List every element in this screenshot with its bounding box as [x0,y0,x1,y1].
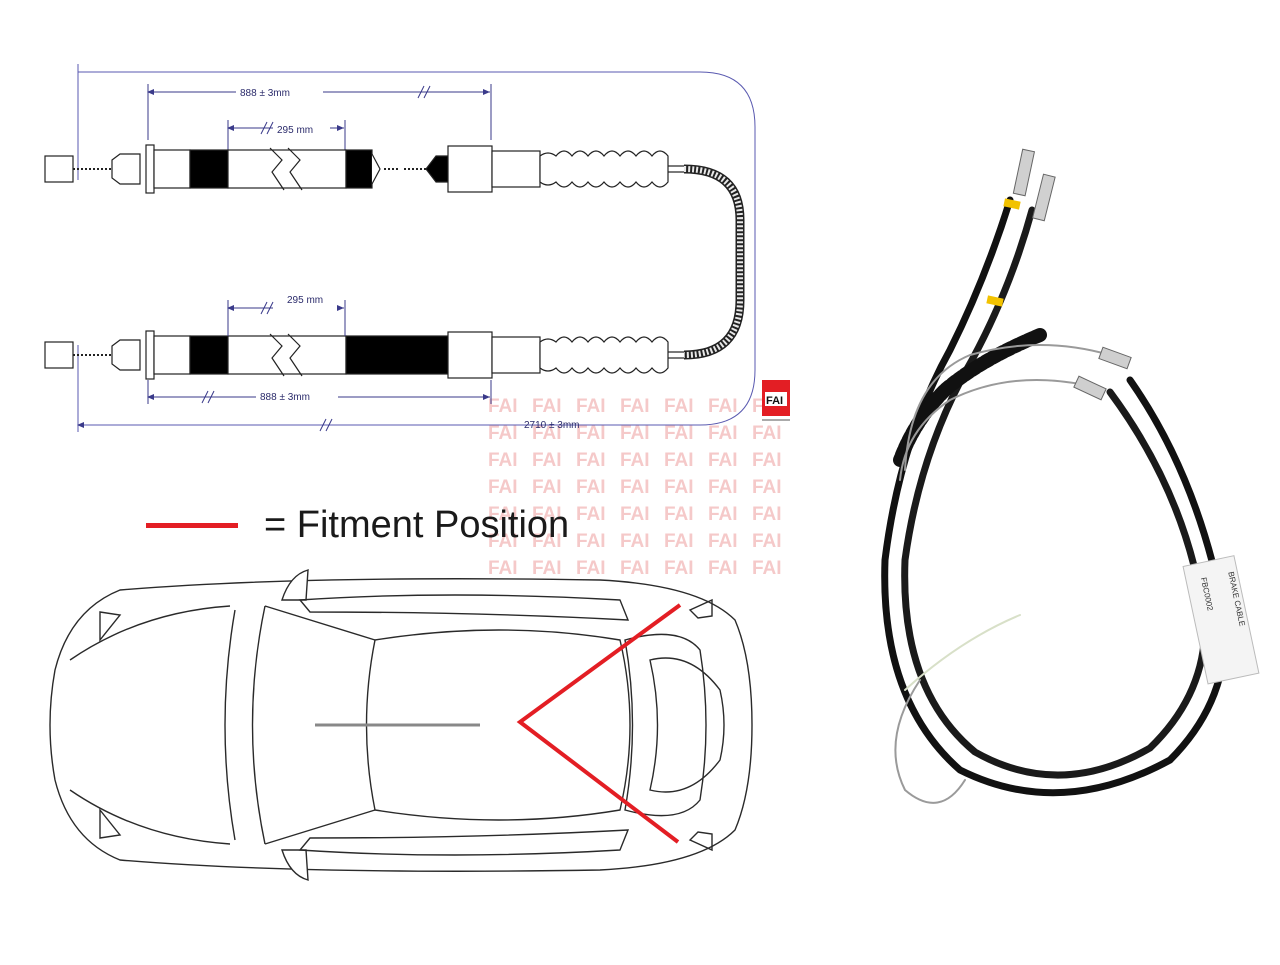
watermark-text: FAI [620,450,650,471]
watermark-text: FAI [532,450,562,471]
dim-bottom-888 [147,380,492,404]
watermark-text: FAI [620,423,650,444]
watermark-text: FAI [708,477,738,498]
watermark-text: FAI [576,396,606,417]
watermark-text: FAI [488,450,518,471]
watermark-text: FAI [752,477,782,498]
dim-bottom-295 [227,300,346,336]
watermark-text: FAI [708,396,738,417]
dim-overall [77,418,333,432]
watermark-text: FAI [664,450,694,471]
watermark-text: FAI [532,423,562,444]
watermark-text: FAI [708,423,738,444]
watermark-text: FAI [620,504,650,525]
watermark-text: FAI [488,423,518,444]
svg-text:FAI: FAI [766,395,783,407]
fitment-position-marker [516,603,682,844]
watermark-text: FAI [488,477,518,498]
dim-label-bottom-888: 888 ± 3mm [260,392,310,403]
dim-label-top-295: 295 mm [277,125,313,136]
bottom-cable [44,330,684,380]
watermark-text: FAI [664,531,694,552]
dim-top-888 [147,84,492,140]
watermark-text: FAI [532,558,562,579]
watermark-text: FAI [752,531,782,552]
watermark-text: FAI [532,531,562,552]
watermark-text: FAI [576,423,606,444]
watermark-text: FAI [620,531,650,552]
dim-label-overall: 2710 ± 3mm [524,420,580,431]
cable-technical-drawing: FAI FAI FAI FAI FAI FAI FAI FAI FAI FAI FAI FAI FAI F… [44,64,790,579]
watermark-text: FAI [532,396,562,417]
watermark-text: FAI [488,531,518,552]
legend-line-swatch [146,522,238,528]
watermark-text: FAI [532,504,562,525]
watermark-text: FAI [664,477,694,498]
watermark-text: FAI [620,396,650,417]
watermark-text: FAI [664,558,694,579]
dim-top-295 [227,120,346,150]
watermark-text: FAI [488,504,518,525]
watermark-text: FAI [576,450,606,471]
watermark-text: FAI [620,477,650,498]
watermark-text: FAI [532,477,562,498]
dim-label-top-888: 888 ± 3mm [240,88,290,99]
brake-cable-photo: BRAKE CABLE FBC0002 [881,148,1260,804]
fitment-legend: = Fitment Position [146,500,569,550]
watermark-text: FAI [664,423,694,444]
watermark-text: FAI [488,396,518,417]
watermark-text: FAI [708,531,738,552]
watermark-text: FAI [576,477,606,498]
top-cable [44,144,684,194]
watermark-text: FAI [708,450,738,471]
car-top-view [49,569,753,881]
watermark-text: FAI [664,396,694,417]
watermark: FAI FAI FAI FAI FAI FAI FAI FAI FAI FAI FAI FAI FAI F… [488,396,782,579]
watermark-text: FAI [752,504,782,525]
dim-label-bottom-295: 295 mm [287,295,323,306]
fai-logo: FAI [762,380,790,421]
watermark-text: FAI [488,558,518,579]
watermark-text: FAI [576,531,606,552]
watermark-text: FAI [752,423,782,444]
watermark-text: FAI [708,558,738,579]
return-sheath [683,164,745,360]
watermark-text: FAI [620,558,650,579]
watermark-text: FAI [664,504,694,525]
watermark-text: FAI [752,558,782,579]
legend-label: = Fitment Position [264,503,570,546]
watermark-text: FAI [708,504,738,525]
overall-dimension-frame [77,64,756,432]
watermark-text: FAI [752,450,782,471]
watermark-text: FAI [576,558,606,579]
watermark-text: FAI [576,504,606,525]
